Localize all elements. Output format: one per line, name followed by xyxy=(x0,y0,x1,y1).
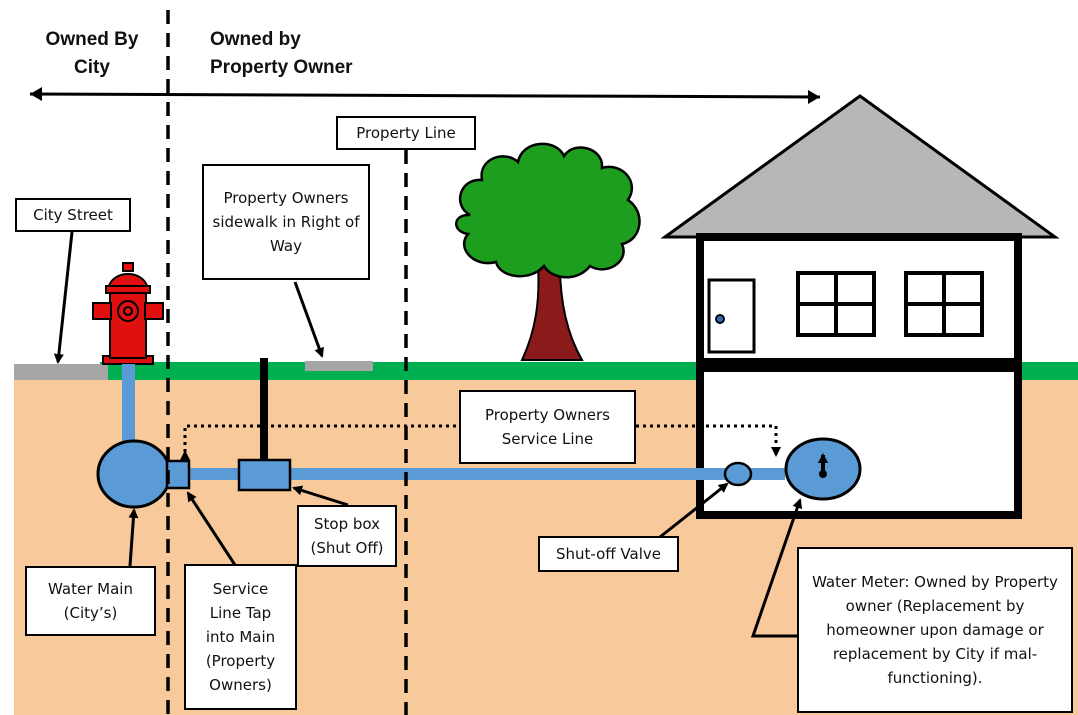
label-shutoff-valve-text: Shut-off Valve xyxy=(556,545,661,563)
water-main xyxy=(96,439,172,509)
service-line-pipe xyxy=(185,468,785,480)
arrow-water-meter xyxy=(750,498,803,638)
arrow-city-street xyxy=(53,231,74,364)
label-water-meter-text: Water Meter: Owned by Property owner (Re… xyxy=(812,573,1058,687)
header-owned-by-owner: Owned by Property Owner xyxy=(210,29,353,78)
service-line-bracket xyxy=(185,424,776,455)
tree-foliage xyxy=(455,142,641,279)
arrow-shutoff-valve xyxy=(659,482,729,539)
arrow-water-main xyxy=(128,508,139,567)
arrow-stop-box xyxy=(292,485,349,507)
label-property-line-text: Property Line xyxy=(356,124,456,142)
label-city-street: City Street xyxy=(15,198,131,232)
hydrant-lateral-pipe xyxy=(122,364,135,449)
label-service-tap: Service Line Tap into Main (Property Own… xyxy=(184,564,297,710)
house-basement xyxy=(696,363,1022,519)
house-floor-slab xyxy=(696,358,1022,372)
label-property-line: Property Line xyxy=(336,116,476,150)
label-shutoff-valve: Shut-off Valve xyxy=(538,536,679,572)
label-water-meter: Water Meter: Owned by Property owner (Re… xyxy=(797,547,1073,713)
ownership-arrow xyxy=(29,87,821,104)
label-service-line-text: Property Owners Service Line xyxy=(484,406,611,448)
door-knob xyxy=(715,314,725,324)
tree xyxy=(455,142,641,361)
house-window-left xyxy=(796,271,876,337)
house-door xyxy=(707,278,756,354)
header-owned-by-city: Owned By City xyxy=(45,29,139,78)
arrow-sidewalk xyxy=(293,281,324,358)
sidewalk xyxy=(305,361,373,371)
house xyxy=(660,94,1060,519)
label-water-main-text: Water Main (City’s) xyxy=(48,580,133,622)
arrow-service-tap xyxy=(186,491,237,566)
city-street-curb xyxy=(14,364,108,380)
shutoff-valve xyxy=(723,461,753,487)
label-city-street-text: City Street xyxy=(33,206,113,224)
label-sidewalk: Property Owners sidewalk in Right of Way xyxy=(202,164,370,280)
house-window-right xyxy=(904,271,984,337)
service-tap xyxy=(165,459,191,490)
house-roof xyxy=(660,94,1060,239)
fire-hydrant xyxy=(92,262,164,365)
label-service-line: Property Owners Service Line xyxy=(459,390,636,464)
label-stop-box: Stop box (Shut Off) xyxy=(297,505,397,567)
meter-pivot xyxy=(819,470,827,478)
stop-box xyxy=(237,458,292,492)
label-sidewalk-text: Property Owners sidewalk in Right of Way xyxy=(212,189,360,255)
label-service-tap-text: Service Line Tap into Main (Property Own… xyxy=(205,580,276,694)
label-water-main: Water Main (City’s) xyxy=(25,566,156,636)
label-stop-box-text: Stop box (Shut Off) xyxy=(310,515,384,557)
